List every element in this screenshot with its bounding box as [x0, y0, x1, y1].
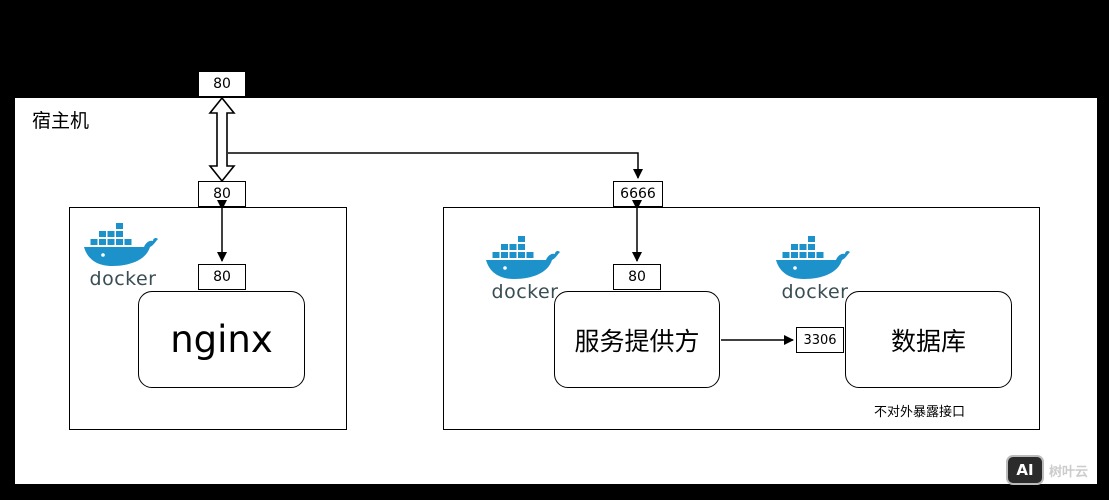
watermark: AI 树叶云: [1006, 454, 1106, 486]
database-service-box: 数据库: [845, 291, 1012, 388]
docker-whale-icon: [84, 223, 158, 266]
database-port: 3306: [796, 327, 844, 353]
database-note: 不对外暴露接口: [874, 405, 966, 420]
docker-logo-text: docker: [491, 281, 559, 303]
docker-logo-provider: docker: [480, 233, 570, 303]
provider-container-port: 80: [613, 264, 661, 290]
docker-logo-nginx: docker: [78, 220, 168, 290]
nginx-container-port: 80: [198, 264, 246, 290]
provider-service-box: 服务提供方: [554, 291, 720, 388]
docker-logo-text: docker: [781, 281, 849, 303]
host-port-service: 6666: [613, 181, 663, 207]
watermark-text: 树叶云: [1049, 464, 1089, 480]
nginx-service-box: nginx: [138, 291, 305, 388]
nginx-service-label: nginx: [170, 318, 273, 361]
external-port-label: 80: [198, 71, 246, 97]
docker-whale-icon: [776, 236, 850, 279]
watermark-badge: AI: [1006, 455, 1044, 485]
database-service-label: 数据库: [890, 326, 966, 356]
docker-logo-text: docker: [89, 268, 157, 290]
docker-logo-database: docker: [770, 233, 860, 303]
host-machine-label: 宿主机: [32, 110, 90, 132]
host-port-nginx: 80: [198, 181, 246, 207]
docker-whale-icon: [486, 236, 560, 279]
provider-service-label: 服务提供方: [574, 326, 700, 356]
